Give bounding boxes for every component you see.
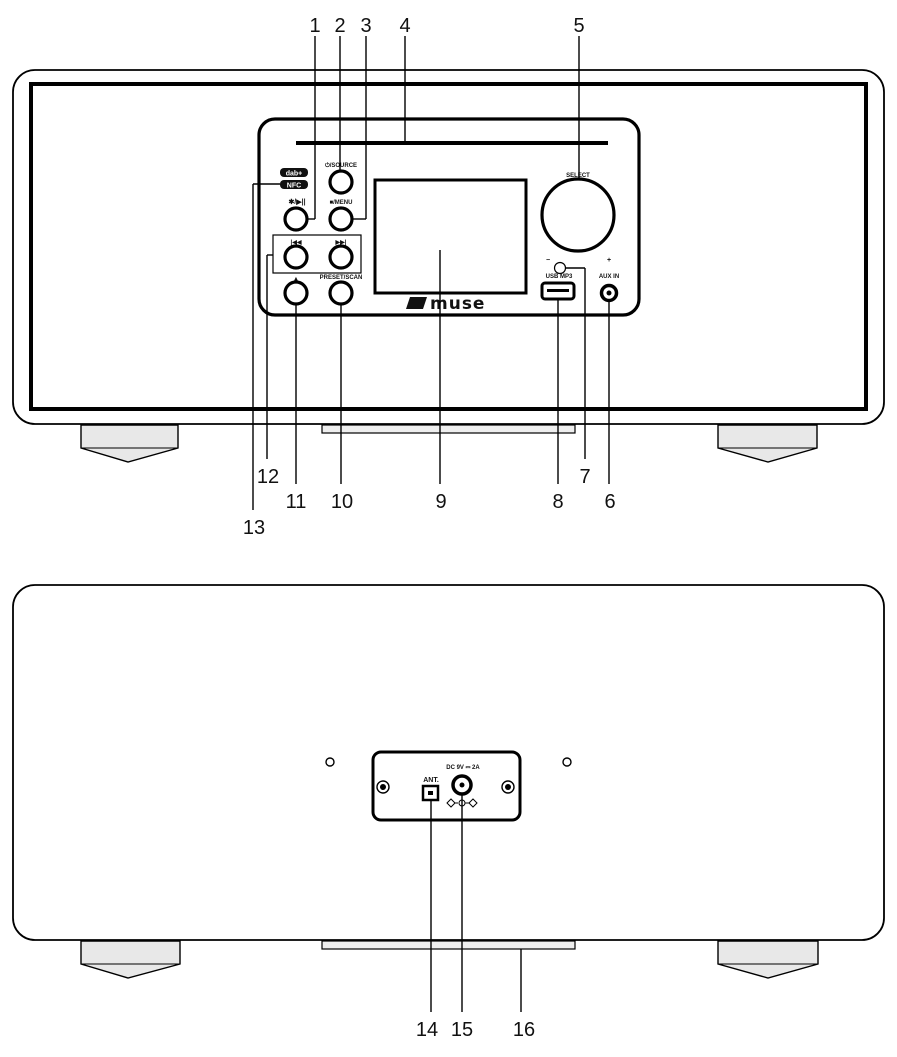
antenna-label: ANT.: [423, 777, 439, 784]
front-foot-right: [717, 424, 818, 463]
usb-port-tongue: [547, 289, 569, 292]
rear-leader-lines: [430, 794, 522, 1012]
callout-2: 2: [334, 15, 345, 37]
knob-minus-label: −: [546, 257, 550, 264]
cd-slot[interactable]: [296, 141, 608, 145]
usb-label: USB MP3: [546, 274, 573, 280]
dc-input-pin: [459, 782, 465, 788]
callout-5: 5: [573, 15, 584, 37]
callout-1: 1: [309, 15, 320, 37]
dab-logo: dab+: [280, 168, 308, 178]
next-label: ▶▶|: [335, 239, 347, 246]
ir-sensor: [553, 261, 567, 275]
rear-connector-plate: [371, 750, 522, 822]
callout-7: 7: [579, 466, 590, 488]
front-view: dab+ NFC ⏻/SOURCE ✱/▶|| ■/MENU |◀◀ ▶▶| ▲…: [12, 15, 885, 539]
dc-polarity-icon: [446, 798, 478, 808]
callout-4: 4: [399, 15, 410, 37]
callout-15: 15: [451, 1019, 473, 1041]
next-button[interactable]: [328, 244, 354, 270]
knob-plus-label: +: [607, 257, 611, 264]
rear-foot-left: [80, 940, 181, 979]
callout-10: 10: [331, 491, 353, 513]
prev-label: |◀◀: [291, 239, 302, 246]
eject-button[interactable]: [283, 280, 309, 306]
callout-14: 14: [416, 1019, 438, 1041]
preset-scan-button[interactable]: [328, 280, 354, 306]
play-pause-label: ✱/▶||: [288, 198, 305, 206]
front-callouts: 1 2 3 4 5 6 7 8 9 10 11 12 13: [243, 15, 616, 539]
menu-label: ■/MENU: [330, 200, 353, 206]
play-pause-button[interactable]: [283, 206, 309, 232]
eject-label: ▲: [293, 276, 300, 283]
select-knob[interactable]: [540, 177, 616, 253]
source-button[interactable]: [328, 169, 354, 195]
prev-button[interactable]: [283, 244, 309, 270]
rear-callouts: 14 15 16: [416, 1019, 535, 1041]
antenna-connector-pin: [428, 791, 433, 795]
callout-8: 8: [552, 491, 563, 513]
select-label: SELECT: [566, 173, 590, 179]
callout-6: 6: [604, 491, 615, 513]
rear-screw-hole-right: [562, 757, 572, 767]
callout-13: 13: [243, 517, 265, 539]
aux-in-hole: [606, 290, 612, 296]
skip-button-group: [272, 234, 362, 274]
preset-scan-label: PRESET/SCAN: [320, 275, 363, 281]
source-label: ⏻/SOURCE: [325, 162, 357, 169]
front-foot-left: [80, 424, 179, 463]
brand-logo: muse: [406, 294, 485, 314]
menu-button[interactable]: [328, 206, 354, 232]
rear-view: ANT. DC 9V ⎓ 2A 14 15 16: [12, 584, 885, 1041]
brand-logo-text: muse: [430, 294, 485, 314]
callout-11: 11: [286, 491, 307, 513]
callout-3: 3: [360, 15, 371, 37]
plate-screw-left: [376, 780, 390, 794]
rear-screw-hole-left: [325, 757, 335, 767]
display-screen: [373, 178, 528, 295]
front-base-plate: [321, 424, 576, 434]
dab-logo-text: dab+: [286, 171, 303, 178]
aux-label: AUX IN: [599, 274, 619, 280]
rear-foot-right: [717, 940, 819, 979]
plate-screw-right: [501, 780, 515, 794]
front-leader-lines: [252, 36, 610, 510]
callout-16: 16: [513, 1019, 535, 1041]
nfc-logo-text: NFC: [287, 183, 301, 190]
callout-12: 12: [257, 466, 279, 488]
callout-9: 9: [435, 491, 446, 513]
dc-input-label: DC 9V ⎓ 2A: [446, 765, 480, 771]
nfc-logo: NFC: [280, 180, 308, 190]
rear-base-plate[interactable]: [321, 940, 576, 950]
